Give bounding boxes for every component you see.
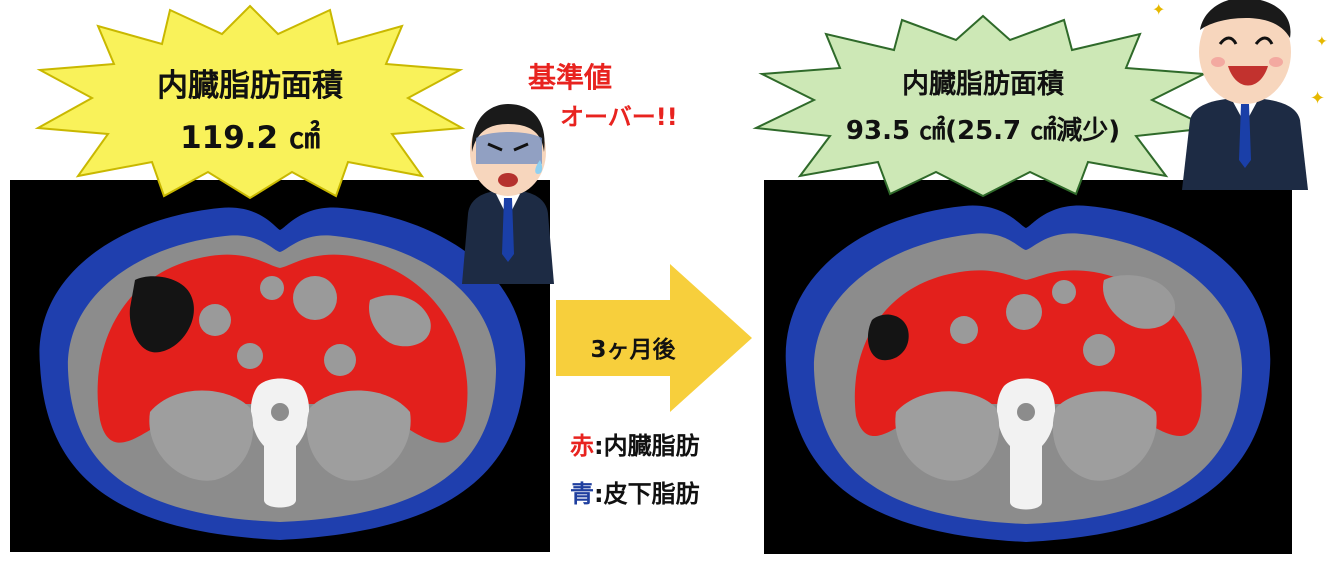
legend-subcutaneous-fat: 青:皮下脂肪 xyxy=(570,474,700,509)
warning-line-1: 基準値 xyxy=(528,61,613,94)
legend-visceral-fat: 赤:内臓脂肪 xyxy=(570,426,700,461)
ct-scan-before-image xyxy=(39,207,526,540)
before-visceral-value: 119.2 ㎠ xyxy=(180,120,320,156)
legend-red-key: 赤 xyxy=(570,432,594,460)
warning-line-2: オーバー!! xyxy=(560,103,678,131)
after-burst-shape xyxy=(752,14,1214,198)
legend-blue-key: 青 xyxy=(570,480,594,508)
sparkle-icon: ✦ xyxy=(1316,34,1328,50)
three-months-later-label: 3ヶ月後 xyxy=(590,337,676,363)
after-visceral-label: 内臓脂肪面積 xyxy=(902,69,1064,100)
ct-scan-before xyxy=(10,180,550,552)
ct-scan-after xyxy=(764,180,1292,554)
after-visceral-value: 93.5 ㎠(25.7 ㎠減少) xyxy=(845,116,1121,146)
happy-man-illustration xyxy=(1182,0,1308,190)
sparkle-icon: ✦ xyxy=(1152,0,1166,19)
worried-man-illustration xyxy=(462,104,554,284)
time-arrow xyxy=(556,264,752,412)
before-visceral-label: 内臓脂肪面積 xyxy=(157,68,343,104)
before-burst-shape xyxy=(34,4,466,200)
legend-red-label: :内臓脂肪 xyxy=(594,432,700,460)
sparkle-icon: ✦ xyxy=(1310,88,1326,109)
legend-blue-label: :皮下脂肪 xyxy=(594,480,700,508)
ct-scan-after-image xyxy=(785,205,1271,542)
